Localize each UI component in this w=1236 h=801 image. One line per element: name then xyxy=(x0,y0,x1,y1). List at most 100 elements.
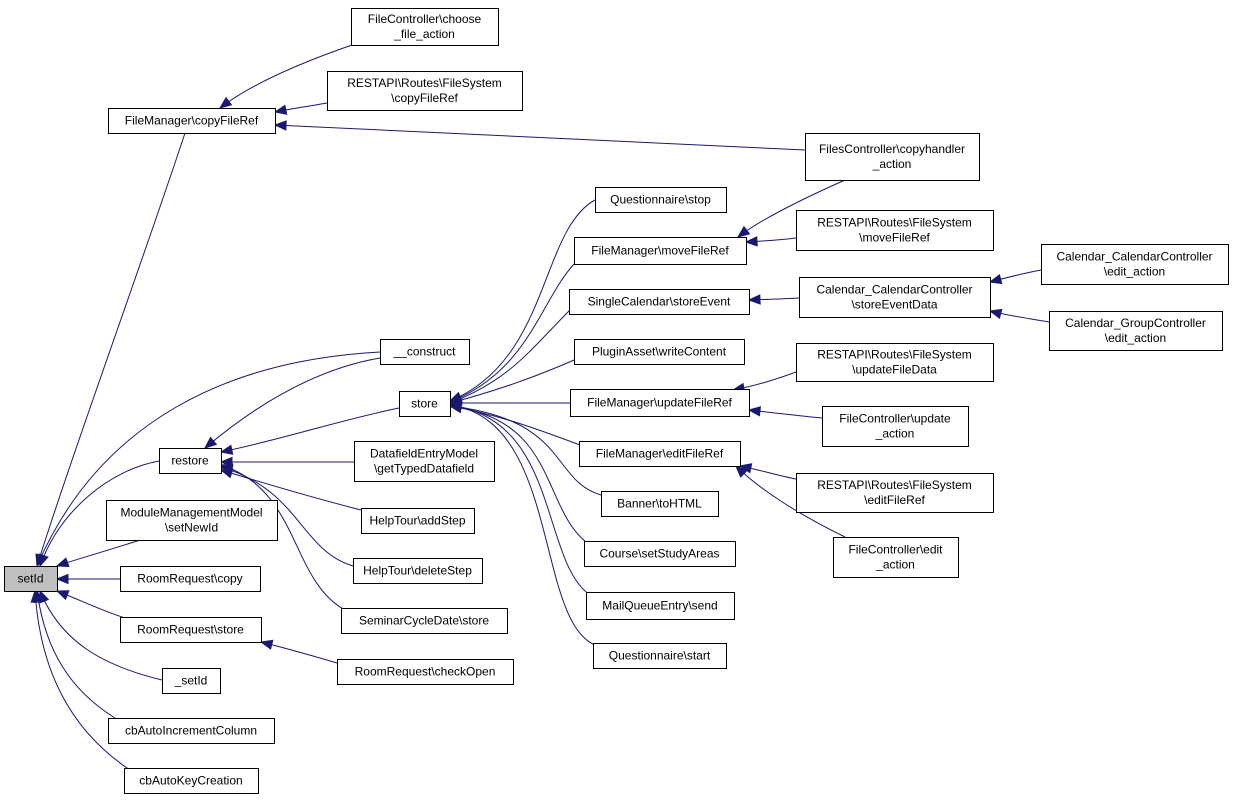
edge-line xyxy=(449,405,602,496)
node-box[interactable] xyxy=(601,491,719,517)
node-box[interactable] xyxy=(354,441,495,482)
edge-fc_update-to-fm_updateFileRef xyxy=(747,406,823,419)
edge-arrowhead xyxy=(736,225,751,238)
node-dem_getTyped[interactable]: DatafieldEntryModel\getTypedDatafield xyxy=(354,441,495,482)
node-filesc_copyhandler[interactable]: FilesController\copyhandler_action xyxy=(805,133,980,181)
node-fm_editFileRef[interactable]: FileManager\editFileRef xyxy=(579,441,741,467)
node-box[interactable] xyxy=(380,339,470,365)
node-box[interactable] xyxy=(124,768,259,794)
node-label: DatafieldEntryModel xyxy=(370,447,478,461)
edge-line xyxy=(220,469,362,511)
node-rr_store[interactable]: RoomRequest\store xyxy=(120,617,262,643)
edge-pa_writeContent-to-store xyxy=(448,359,575,406)
node-construct[interactable]: __construct xyxy=(380,339,470,365)
node-mqe_send[interactable]: MailQueueEntry\send xyxy=(586,592,735,620)
edge-fm_updateFileRef-to-store xyxy=(448,397,570,409)
node-box[interactable] xyxy=(796,473,994,513)
node-box[interactable] xyxy=(106,500,278,541)
node-box[interactable] xyxy=(120,566,261,592)
node-label: store xyxy=(411,397,438,411)
node-box[interactable] xyxy=(593,643,727,669)
node-box[interactable] xyxy=(574,339,745,365)
node-ccc_storeEventData[interactable]: Calendar_CalendarController\storeEventDa… xyxy=(799,277,991,318)
node-fm_moveFileRef[interactable]: FileManager\moveFileRef xyxy=(574,237,747,265)
node-label: RESTAPI\Routes\FileSystem xyxy=(817,478,972,492)
node-pa_writeContent[interactable]: PluginAsset\writeContent xyxy=(574,339,745,365)
node-box[interactable] xyxy=(4,566,58,592)
edge-arrowhead xyxy=(988,308,1003,320)
node-rr_copy[interactable]: RoomRequest\copy xyxy=(120,566,261,592)
node-box[interactable] xyxy=(833,537,959,578)
node-label: FileManager\editFileRef xyxy=(596,447,724,461)
edge-arrowhead xyxy=(448,401,463,412)
node-cbAutoIncrementColumn[interactable]: cbAutoIncrementColumn xyxy=(108,718,275,744)
edge-arrowhead xyxy=(55,590,70,601)
node-cgc_edit[interactable]: Calendar_GroupController\edit_action xyxy=(1049,311,1223,351)
node-box[interactable] xyxy=(108,718,275,744)
node-box[interactable] xyxy=(399,391,451,417)
node-fm_copyFileRef[interactable]: FileManager\copyFileRef xyxy=(108,108,276,134)
node-q_stop[interactable]: Questionnaire\stop xyxy=(595,187,727,213)
node-label: setId xyxy=(17,572,43,586)
node-store[interactable]: store xyxy=(399,391,451,417)
node-fc_choose[interactable]: FileController\choose_file_action xyxy=(351,8,499,46)
node-fm_updateFileRef[interactable]: FileManager\updateFileRef xyxy=(570,389,750,417)
node-q_start[interactable]: Questionnaire\start xyxy=(593,643,727,669)
node-course_setStudyAreas[interactable]: Course\setStudyAreas xyxy=(584,541,736,567)
node-box[interactable] xyxy=(584,541,736,567)
node-rest_updateFileData[interactable]: RESTAPI\Routes\FileSystem\updateFileData xyxy=(796,343,994,382)
node-box[interactable] xyxy=(337,659,514,685)
node-cbAutoKeyCreation[interactable]: cbAutoKeyCreation xyxy=(124,768,259,794)
node-fc_update[interactable]: FileController\update_action xyxy=(822,406,969,447)
node-rr_checkOpen[interactable]: RoomRequest\checkOpen xyxy=(337,659,514,685)
node-box[interactable] xyxy=(108,108,276,134)
node-banner_toHTML[interactable]: Banner\toHTML xyxy=(601,491,719,517)
node-box[interactable] xyxy=(327,71,523,111)
node-box[interactable] xyxy=(569,289,750,315)
node-ht_addStep[interactable]: HelpTour\addStep xyxy=(361,508,475,534)
node-mmm_setNewId[interactable]: ModuleManagementModel\setNewId xyxy=(106,500,278,541)
node-box[interactable] xyxy=(799,277,991,318)
node-label: Banner\toHTML xyxy=(617,497,702,511)
node-box[interactable] xyxy=(1049,311,1223,351)
node-box[interactable] xyxy=(570,389,750,417)
edge-arrowhead xyxy=(273,104,288,115)
node-_setId[interactable]: _setId xyxy=(162,668,221,694)
node-box[interactable] xyxy=(361,508,475,534)
node-box[interactable] xyxy=(574,237,747,265)
node-box[interactable] xyxy=(120,617,262,643)
node-rest_copyFileRef[interactable]: RESTAPI\Routes\FileSystem\copyFileRef xyxy=(327,71,523,111)
node-ccc_edit[interactable]: Calendar_CalendarController\edit_action xyxy=(1041,244,1229,285)
node-box[interactable] xyxy=(159,448,222,474)
edge-line xyxy=(36,590,116,719)
node-label: MailQueueEntry\send xyxy=(602,599,717,613)
node-box[interactable] xyxy=(351,8,499,46)
edge-line xyxy=(204,357,381,449)
node-box[interactable] xyxy=(796,343,994,382)
node-box[interactable] xyxy=(162,668,221,694)
node-rest_editFileRef[interactable]: RESTAPI\Routes\FileSystem\editFileRef xyxy=(796,473,994,513)
node-box[interactable] xyxy=(822,406,969,447)
edge-ccc_edit-to-ccc_storeEventData xyxy=(988,269,1042,285)
node-box[interactable] xyxy=(805,133,980,181)
node-sc_storeEvent[interactable]: SingleCalendar\storeEvent xyxy=(569,289,750,315)
node-box[interactable] xyxy=(595,187,727,213)
node-ht_deleteStep[interactable]: HelpTour\deleteStep xyxy=(353,558,483,584)
edge-line xyxy=(274,124,806,151)
edge-arrowhead xyxy=(218,96,233,109)
node-rest_moveFileRef[interactable]: RESTAPI\Routes\FileSystem\moveFileRef xyxy=(796,210,994,251)
node-label: RESTAPI\Routes\FileSystem xyxy=(817,348,972,362)
node-fc_edit[interactable]: FileController\edit_action xyxy=(833,537,959,578)
node-label: restore xyxy=(171,454,209,468)
node-box[interactable] xyxy=(796,210,994,251)
edge-arrowhead xyxy=(744,236,758,247)
node-scd_store[interactable]: SeminarCycleDate\store xyxy=(341,608,508,634)
node-box[interactable] xyxy=(586,592,735,620)
node-box[interactable] xyxy=(341,608,508,634)
node-restore[interactable]: restore xyxy=(159,448,222,474)
node-box[interactable] xyxy=(353,558,483,584)
node-box[interactable] xyxy=(1041,244,1229,285)
node-label: Calendar_CalendarController xyxy=(816,283,972,297)
node-setId[interactable]: setId xyxy=(4,566,58,592)
node-box[interactable] xyxy=(579,441,741,467)
